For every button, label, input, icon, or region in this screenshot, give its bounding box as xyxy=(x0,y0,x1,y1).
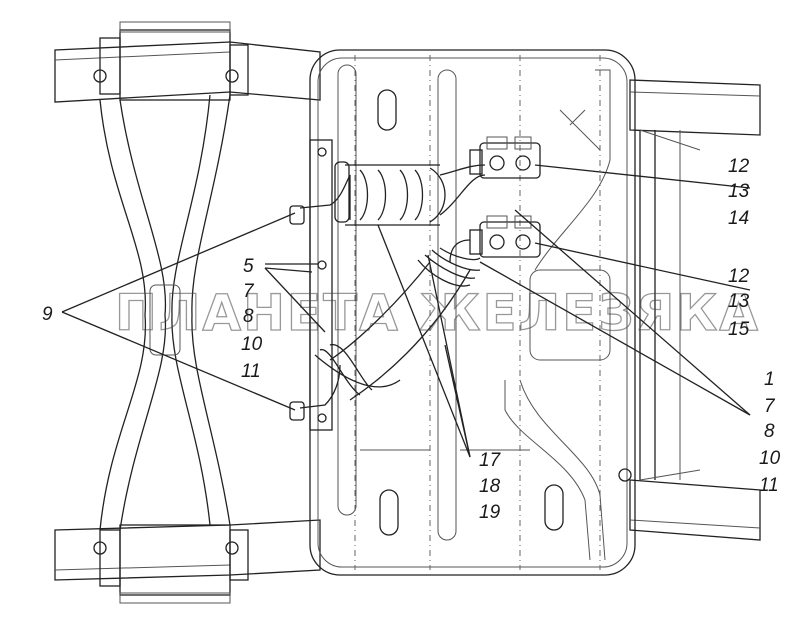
callout-label: 12 xyxy=(728,156,750,177)
valve-lower xyxy=(469,215,541,258)
callout-group-12-15: 12 13 15 xyxy=(728,266,750,340)
callout-9: 9 xyxy=(42,304,53,325)
callout-label: 12 xyxy=(728,266,750,287)
hose-upper xyxy=(289,161,486,226)
callout-label: 7 xyxy=(243,281,255,302)
callout-label: 13 xyxy=(728,181,750,202)
callout-label: 11 xyxy=(241,361,261,382)
valve-upper xyxy=(469,136,541,179)
callout-label: 1 xyxy=(764,369,775,390)
callout-label: 19 xyxy=(479,502,501,523)
callout-label-9: 9 xyxy=(42,304,53,325)
callout-group-1-11: 1 7 8 10 11 xyxy=(759,369,781,496)
frame-right xyxy=(629,79,761,541)
callout-label: 17 xyxy=(479,450,502,471)
callout-label: 15 xyxy=(728,319,750,340)
callout-group-12-14: 12 13 14 xyxy=(728,156,750,229)
callout-label: 11 xyxy=(759,475,779,496)
callout-label: 10 xyxy=(241,334,263,355)
callout-label: 18 xyxy=(479,476,501,497)
mounting-strip xyxy=(309,139,333,431)
callout-group-5-11: 5 7 8 10 11 xyxy=(241,256,263,382)
hose-lower xyxy=(289,239,481,421)
callout-label: 13 xyxy=(728,291,750,312)
watermark: ПЛАНЕТА ЖЕЛЕЗЯКА xyxy=(115,284,760,342)
callout-label: 5 xyxy=(243,256,254,277)
callout-label: 14 xyxy=(728,208,749,229)
callout-group-17-19: 17 18 19 xyxy=(479,450,502,523)
leader-lines xyxy=(61,164,751,458)
callout-label: 8 xyxy=(764,421,775,442)
callout-label: 10 xyxy=(759,448,781,469)
callout-label: 8 xyxy=(243,306,254,327)
frame-left xyxy=(54,21,321,604)
callout-label: 7 xyxy=(764,396,776,417)
